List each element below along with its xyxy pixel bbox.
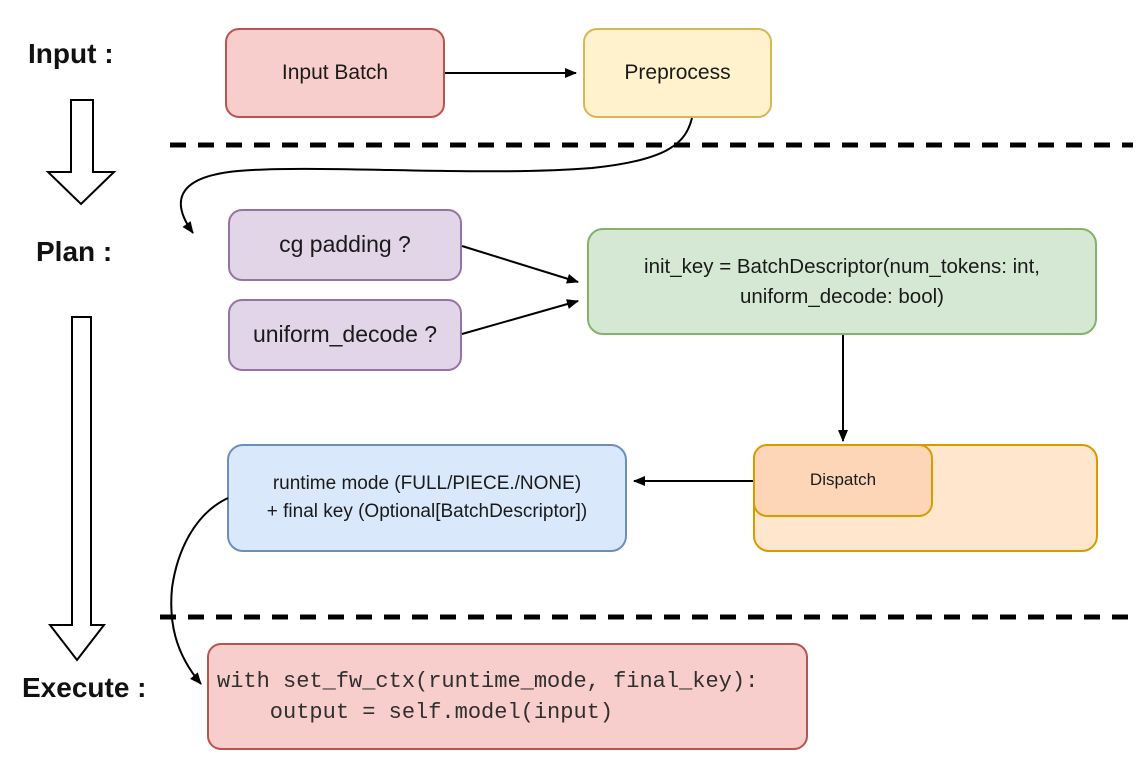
node-cg-padding-label: cg padding ? <box>279 231 411 258</box>
node-uniform-decode: uniform_decode ? <box>228 299 462 371</box>
node-cg-padding: cg padding ? <box>228 209 462 281</box>
node-runtime-mode-line1: runtime mode (FULL/PIECE./NONE) <box>272 473 582 495</box>
node-init-key-line1: init_key = BatchDescriptor(num_tokens: i… <box>644 254 1040 278</box>
hollow-arrow-plan-to-execute <box>47 316 107 662</box>
node-preprocess: Preprocess <box>583 28 772 118</box>
hollow-arrow-input-to-plan <box>45 99 117 206</box>
node-input-batch: Input Batch <box>225 28 445 118</box>
node-init-key: init_key = BatchDescriptor(num_tokens: i… <box>587 228 1097 335</box>
node-runtime-mode-line2: + final key (Optional[BatchDescriptor]) <box>266 501 588 522</box>
stage-label-input: Input : <box>28 38 114 69</box>
node-uniform-decode-label: uniform_decode ? <box>252 321 438 348</box>
node-execute-code: with set_fw_ctx(runtime_mode, final_key)… <box>207 643 808 750</box>
node-preprocess-label: Preprocess <box>624 60 731 84</box>
execute-code-line1: with set_fw_ctx(runtime_mode, final_key)… <box>217 668 759 694</box>
node-dispatch-label: Dispatch <box>809 470 877 490</box>
arrow-uniform-decode-to-init-key <box>461 299 579 335</box>
stage-label-plan: Plan : <box>36 236 113 267</box>
arrow-cg-padding-to-init-key <box>461 245 579 284</box>
execute-code-line2: output = self.model(input) <box>217 699 614 725</box>
node-input-batch-label: Input Batch <box>281 60 389 84</box>
node-dispatch: Dispatch <box>753 444 933 517</box>
node-runtime-mode: runtime mode (FULL/PIECE./NONE) + final … <box>227 444 627 552</box>
stage-label-execute: Execute : <box>22 672 147 703</box>
node-init-key-line2: uniform_decode: bool) <box>740 284 944 308</box>
